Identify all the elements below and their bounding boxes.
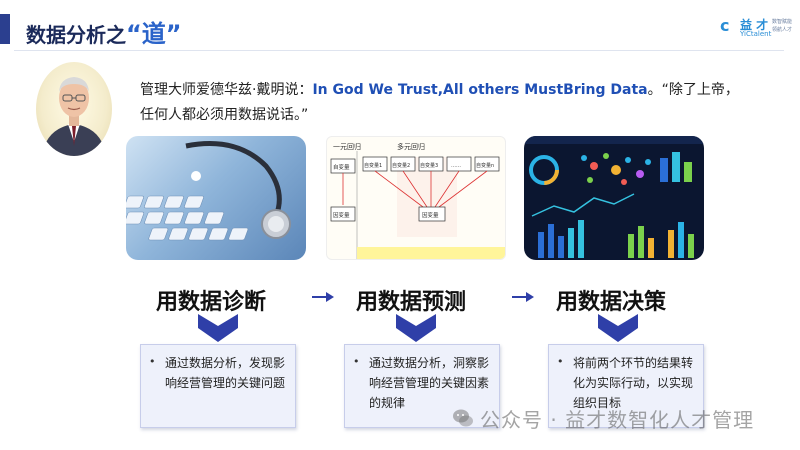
step-description: 通过数据分析，发现影响经营管理的关键问题 (165, 356, 286, 390)
svg-text:因变量: 因变量 (333, 211, 350, 219)
regression-diagram-image: 一元回归 多元回归 自变量 因变量 自变量1 自变量2 自变量3 …… (326, 136, 506, 260)
diagram-right-target: 因变量 (418, 206, 446, 222)
wechat-icon (453, 409, 473, 427)
watermark: 公众号 · 益才数智化人才管理 (452, 404, 792, 434)
step-title-decide: 用数据决策 (556, 290, 667, 315)
diagram-left-heading: 一元回归 (333, 142, 361, 151)
bullet-marker: • (149, 355, 156, 368)
title-accent-bar (0, 14, 10, 44)
diagram-right-heading: 多元回归 (397, 142, 425, 151)
svg-text:自变量: 自变量 (333, 163, 350, 171)
chevron-down-icon (598, 314, 638, 342)
chevron-down-icon (396, 314, 436, 342)
diagram-right-variable-3: 自变量3 (418, 156, 444, 172)
bullet-marker: • (353, 355, 360, 368)
stethoscope-keyboard-photo (126, 136, 306, 260)
logo-tagline-2: 领航人才 (772, 27, 793, 33)
logo-en: YiCtalent (740, 30, 772, 38)
diagram-left-target: 因变量 (330, 206, 356, 222)
logo-cn: 益 才 (740, 18, 769, 32)
step-title-diagnose: 用数据诊断 (156, 290, 267, 315)
title-divider (14, 50, 784, 51)
step-card-decide: • 将前两个环节的结果转化为实际行动，以实现组织目标 (548, 344, 704, 428)
diagram-left-variable: 自变量 (330, 158, 356, 174)
title-key: “道” (126, 20, 182, 48)
title-prefix: 数据分析之 (26, 23, 126, 47)
svg-text:……: …… (451, 163, 461, 169)
bullet-marker: • (557, 355, 564, 368)
svg-text:自变量n: 自变量n (476, 162, 494, 169)
diagram-right-variable-2: 自变量2 (390, 156, 416, 172)
quote-lead: 管理大师爱德华兹·戴明说： (140, 82, 313, 98)
quote-emphasis: In God We Trust,All others MustBring Dat… (312, 82, 648, 98)
svg-text:自变量2: 自变量2 (392, 162, 410, 169)
deming-quote: 管理大师爱德华兹·戴明说：In God We Trust,All others … (140, 78, 740, 128)
step-title-predict: 用数据预测 (356, 290, 467, 315)
arrow-right-icon (312, 292, 334, 302)
step-description: 将前两个环节的结果转化为实际行动，以实现组织目标 (573, 356, 694, 410)
brand-logo: ⅽ 益 才 YiCtalent 数智赋能 领航人才 (720, 14, 792, 42)
svg-text:自变量1: 自变量1 (364, 162, 382, 169)
deming-portrait (36, 62, 112, 156)
diagram-right-variable-4: …… (446, 156, 472, 172)
step-card-diagnose: • 通过数据分析，发现影响经营管理的关键问题 (140, 344, 296, 428)
diagram-right-variable-1: 自变量1 (362, 156, 388, 172)
step-card-predict: • 通过数据分析，洞察影响经营管理的关键因素的规律 (344, 344, 500, 428)
logo-tagline-1: 数智赋能 (772, 19, 793, 25)
page-title: 数据分析之“道” (26, 14, 182, 49)
analytics-dashboard-image (524, 136, 704, 260)
svg-text:自变量3: 自变量3 (420, 162, 438, 169)
watermark-text: 公众号 · 益才数智化人才管理 (480, 408, 755, 432)
person-portrait-icon (42, 77, 106, 156)
chevron-down-icon (198, 314, 238, 342)
svg-text:因变量: 因变量 (422, 211, 439, 219)
arrow-right-icon (512, 292, 534, 302)
step-description: 通过数据分析，洞察影响经营管理的关键因素的规律 (369, 356, 490, 410)
quote-tail: 。“除了上帝，任何人都必须用数据说话。” (140, 82, 739, 123)
diagram-right-variable-5: 自变量n (474, 156, 500, 172)
ribbon-logo-icon: ⅽ (720, 16, 730, 35)
